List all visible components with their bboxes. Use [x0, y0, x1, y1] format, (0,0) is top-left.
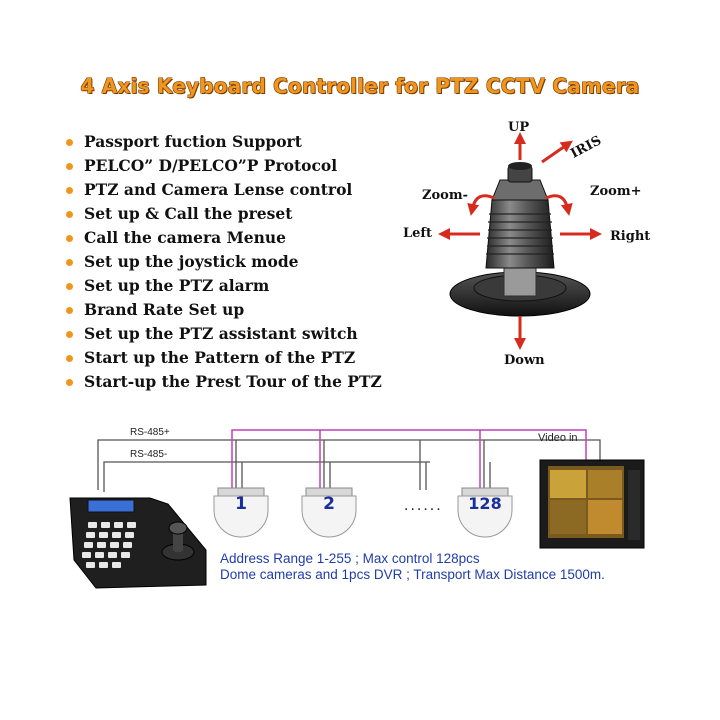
- dome-number-2: 2: [323, 494, 335, 514]
- arrow-iris-icon: [541, 140, 573, 164]
- bullet-icon: [66, 355, 73, 362]
- bullet-icon: [66, 379, 73, 386]
- arrow-zoom-plus-icon: [545, 194, 573, 216]
- feature-item: Start-up the Prest Tour of the PTZ: [66, 370, 382, 394]
- dome-number-128: 128: [468, 494, 502, 513]
- dome-number-1: 1: [235, 494, 247, 514]
- info-address-range: Address Range 1-255 ; Max control 128pcs: [220, 551, 480, 566]
- bullet-icon: [66, 283, 73, 290]
- video-wires: [231, 429, 587, 490]
- rs485-minus-label: RS-485-: [130, 449, 168, 460]
- feature-item: Start up the Pattern of the PTZ: [66, 346, 382, 370]
- video-in-label: Video in: [538, 432, 578, 444]
- feature-text: Start up the Pattern of the PTZ: [84, 348, 356, 367]
- bullet-icon: [66, 211, 73, 218]
- dome-camera-1: [213, 487, 269, 538]
- bullet-icon: [66, 259, 73, 266]
- keyboard-lcd: [87, 499, 135, 513]
- feature-text: Start-up the Prest Tour of the PTZ: [84, 372, 382, 391]
- camera-lens-glass: [508, 162, 532, 170]
- keyboard-controller: [69, 497, 207, 589]
- rs485-bus-wires: [97, 439, 601, 492]
- bullet-icon: [66, 187, 73, 194]
- feature-text: Set up the PTZ assistant switch: [84, 324, 358, 343]
- bullet-icon: [66, 307, 73, 314]
- bullet-icon: [66, 331, 73, 338]
- feature-text: Passport fuction Support: [84, 132, 302, 151]
- camera-lens-barrel: [485, 199, 555, 269]
- keyboard-keys: [82, 522, 136, 568]
- video-monitor: [539, 459, 645, 549]
- label-zoom-plus: Zoom+: [590, 184, 642, 199]
- arrow-zoom-minus-icon: [467, 194, 495, 216]
- feature-text: Brand Rate Set up: [84, 300, 245, 319]
- feature-item: Set up & Call the preset: [66, 202, 382, 226]
- feature-item: Set up the joystick mode: [66, 250, 382, 274]
- label-right: Right: [610, 229, 651, 244]
- wiring-diagram: [69, 429, 645, 589]
- feature-item: Brand Rate Set up: [66, 298, 382, 322]
- bullet-icon: [66, 139, 73, 146]
- feature-list: Passport fuction Support PELCO” D/PELCO”…: [66, 130, 382, 394]
- feature-item: Set up the PTZ alarm: [66, 274, 382, 298]
- feature-item: Set up the PTZ assistant switch: [66, 322, 382, 346]
- page-title: 4 Axis Keyboard Controller for PTZ CCTV …: [80, 74, 640, 98]
- feature-text: Set up the PTZ alarm: [84, 276, 270, 295]
- feature-text: PELCO” D/PELCO”P Protocol: [84, 156, 338, 175]
- bullet-icon: [66, 235, 73, 242]
- lens-grip-ridges: [486, 213, 554, 255]
- camera-mount: [503, 267, 537, 297]
- feature-text: Set up & Call the preset: [84, 204, 293, 223]
- dome-camera-2: [301, 487, 357, 538]
- camera-lens-top: [491, 179, 549, 201]
- label-left: Left: [403, 226, 433, 241]
- ptz-camera-illustration: [438, 132, 602, 350]
- feature-text: PTZ and Camera Lense control: [84, 180, 353, 199]
- feature-item: Call the camera Menue: [66, 226, 382, 250]
- label-up: UP: [508, 120, 530, 135]
- label-zoom-minus: Zoom-: [422, 188, 468, 203]
- bullet-icon: [66, 163, 73, 170]
- feature-text: Set up the joystick mode: [84, 252, 299, 271]
- feature-item: PELCO” D/PELCO”P Protocol: [66, 154, 382, 178]
- label-down: Down: [504, 353, 545, 368]
- rs485-plus-label: RS-485+: [130, 427, 170, 438]
- joystick-knob: [168, 521, 188, 535]
- more-cameras-ellipsis: ......: [404, 497, 443, 514]
- dome-camera-128: [457, 487, 513, 538]
- info-transport-distance: Dome cameras and 1pcs DVR ; Transport Ma…: [220, 567, 605, 582]
- feature-item: Passport fuction Support: [66, 130, 382, 154]
- feature-text: Call the camera Menue: [84, 228, 287, 247]
- feature-item: PTZ and Camera Lense control: [66, 178, 382, 202]
